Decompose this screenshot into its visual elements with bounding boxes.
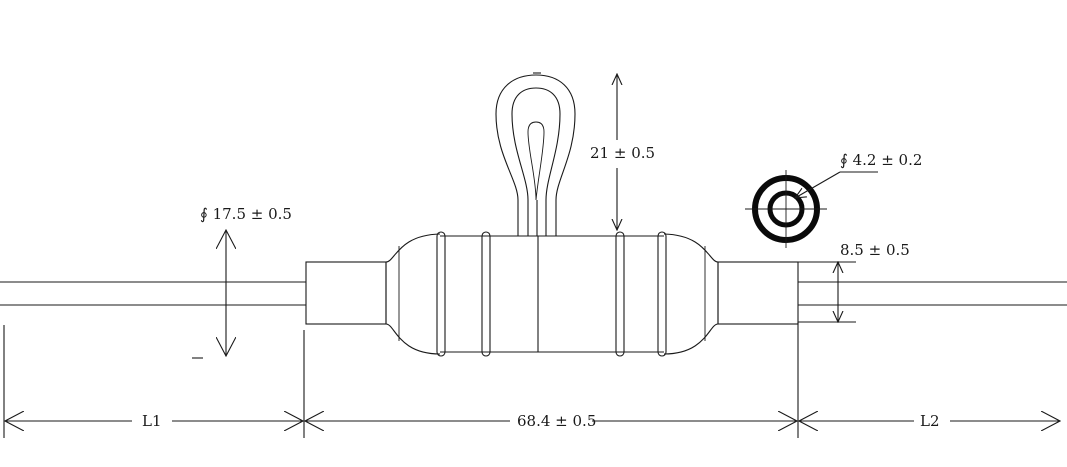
right-length-dimension: L2: [799, 412, 1060, 430]
outer-diameter-dimension: ∮ 17.5 ± 0.5: [192, 205, 292, 359]
left-length-dimension: L1: [5, 412, 303, 430]
left-cable: [0, 281, 306, 306]
loop-height-dimension: 21 ± 0.5: [590, 74, 655, 230]
tube-height-dimension: 8.5 ± 0.5: [798, 241, 910, 322]
cross-section-symbol: [745, 170, 827, 248]
body-ribs: [436, 231, 667, 357]
loop-height-label: 21 ± 0.5: [590, 144, 655, 162]
tube-height-label: 8.5 ± 0.5: [840, 241, 910, 259]
body-length-dimension: 68.4 ± 0.5: [305, 412, 797, 430]
left-length-label: L1: [142, 412, 162, 430]
right-sleeve: [717, 261, 799, 325]
main-body: [440, 235, 664, 353]
left-bulb: [385, 233, 441, 355]
inner-diameter-dimension: ∮ 4.2 ± 0.2: [795, 151, 922, 198]
left-sleeve: [305, 261, 387, 325]
right-length-label: L2: [920, 412, 940, 430]
inner-diameter-label: ∮ 4.2 ± 0.2: [840, 151, 922, 169]
body-length-label: 68.4 ± 0.5: [517, 412, 596, 430]
right-bulb: [663, 233, 719, 355]
hanging-loop: [495, 72, 576, 236]
outer-diameter-label: ∮ 17.5 ± 0.5: [200, 205, 292, 223]
